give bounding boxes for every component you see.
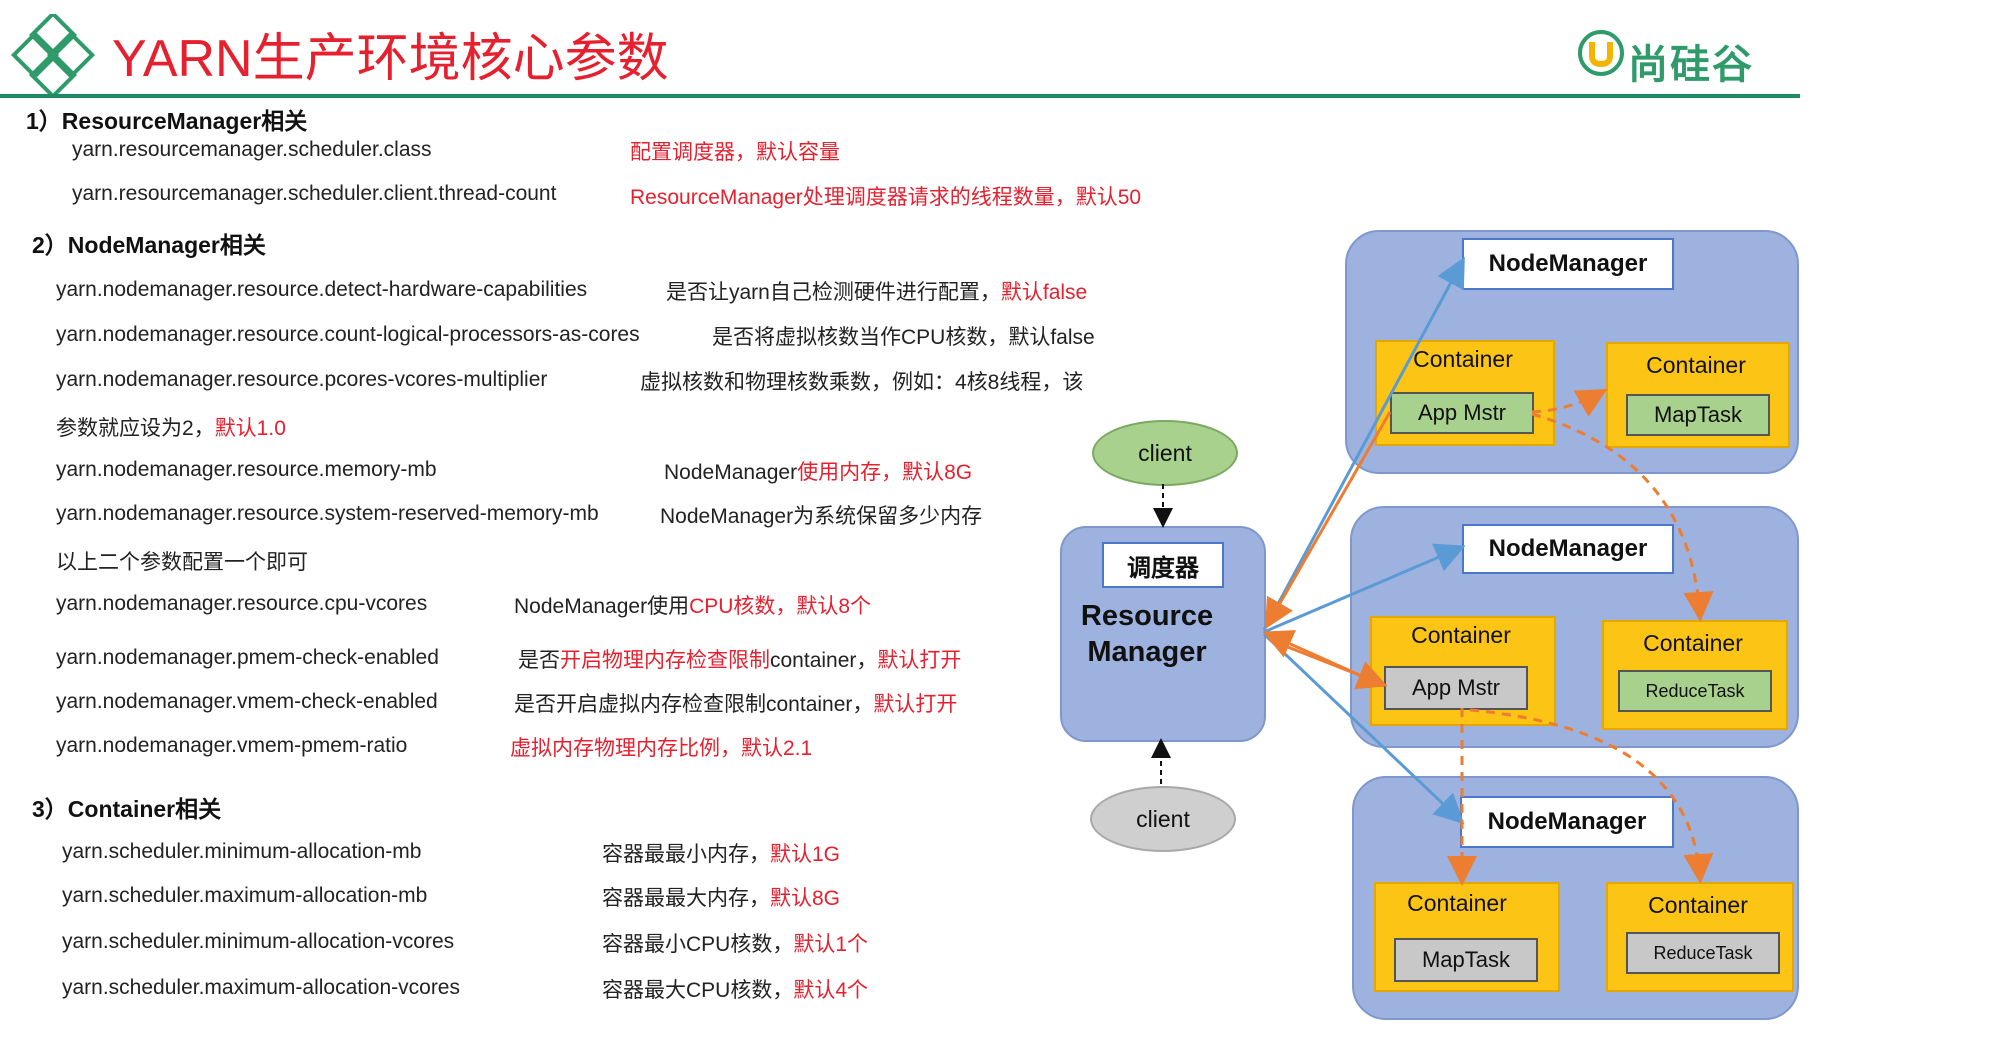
node-manager-3: NodeManager	[1460, 796, 1674, 848]
container-3b-title: Container	[1648, 892, 1748, 918]
param-desc: NodeManager使用内存，默认8G	[664, 461, 973, 484]
param-desc: 是否开启虚拟内存检查限制container，默认打开	[514, 693, 958, 716]
brand-logo-text: 尚硅谷	[1628, 43, 1754, 87]
param-note: 以上二个参数配置一个即可	[56, 551, 308, 574]
maptask-3: MapTask	[1394, 938, 1538, 982]
scheduler-label: 调度器	[1102, 542, 1224, 588]
am1-to-maptask1-arrow	[1531, 389, 1608, 417]
page-title: YARN生产环境核心参数	[112, 30, 669, 88]
section-heading: 2）NodeManager相关	[32, 232, 266, 258]
rm-to-nm2-arrow	[1263, 543, 1466, 634]
param-key: yarn.nodemanager.resource.pcores-vcores-…	[56, 368, 548, 391]
container-2a-title: Container	[1411, 622, 1511, 648]
param-desc: 容器最最大内存，默认8G	[602, 887, 841, 910]
param-desc: 配置调度器，默认容量	[630, 141, 840, 164]
brand-logo-icon	[1578, 30, 1624, 76]
param-key: yarn.resourcemanager.scheduler.client.th…	[72, 182, 557, 205]
param-key: yarn.scheduler.minimum-allocation-vcores	[62, 930, 455, 953]
section-heading: 3）Container相关	[32, 796, 222, 822]
param-key: yarn.scheduler.maximum-allocation-vcores	[62, 976, 460, 999]
am2-to-reducetask3-arrow	[1469, 708, 1714, 884]
param-desc: 容器最最小内存，默认1G	[602, 843, 841, 866]
param-key: yarn.nodemanager.resource.detect-hardwar…	[56, 278, 588, 301]
am1-to-rm-arrow	[1265, 411, 1392, 630]
param-desc: NodeManager使用CPU核数，默认8个	[514, 595, 872, 618]
param-key: yarn.resourcemanager.scheduler.class	[72, 138, 432, 161]
container-1b-title: Container	[1646, 352, 1746, 378]
maptask-1: MapTask	[1626, 394, 1770, 436]
rm-to-am2-arrow	[1269, 638, 1388, 690]
header-divider	[0, 94, 1800, 98]
param-key: yarn.nodemanager.resource.system-reserve…	[56, 502, 599, 525]
param-desc: 是否开启物理内存检查限制container，默认打开	[518, 649, 962, 672]
client-top: client	[1092, 420, 1238, 486]
logo-diamond-icon	[10, 10, 100, 100]
param-key: yarn.nodemanager.resource.count-logical-…	[56, 323, 640, 346]
am1-to-reducetask2-arrow	[1531, 412, 1714, 622]
param-key: yarn.nodemanager.resource.cpu-vcores	[56, 592, 428, 615]
param-desc: 容器最小CPU核数，默认1个	[602, 933, 869, 956]
reducetask-3: ReduceTask	[1626, 932, 1780, 974]
reducetask-2: ReduceTask	[1618, 670, 1772, 712]
section-heading: 1）ResourceManager相关	[26, 108, 308, 134]
rm-to-nm3-arrow	[1262, 632, 1465, 825]
rm-to-nm1-arrow	[1262, 256, 1465, 631]
param-desc: 虚拟内存物理内存比例，默认2.1	[510, 737, 813, 760]
resource-manager-label: Resource Manager	[1080, 600, 1214, 668]
app-master-1: App Mstr	[1390, 392, 1534, 434]
param-key: yarn.nodemanager.pmem-check-enabled	[56, 646, 439, 669]
param-desc: ResourceManager处理调度器请求的线程数量，默认50	[630, 186, 1142, 209]
param-key: yarn.scheduler.maximum-allocation-mb	[62, 884, 428, 907]
client-bottom: client	[1090, 786, 1236, 852]
param-key: yarn.scheduler.minimum-allocation-mb	[62, 840, 422, 863]
param-key: yarn.nodemanager.resource.memory-mb	[56, 458, 437, 481]
container-1a-title: Container	[1413, 346, 1513, 372]
container-2b-title: Container	[1643, 630, 1743, 656]
param-key: yarn.nodemanager.vmem-check-enabled	[56, 690, 438, 713]
param-desc: 是否让yarn自己检测硬件进行配置，默认false	[666, 281, 1088, 304]
param-key: yarn.nodemanager.vmem-pmem-ratio	[56, 734, 408, 757]
param-desc: 容器最大CPU核数，默认4个	[602, 979, 869, 1002]
param-desc: 是否将虚拟核数当作CPU核数，默认false	[712, 326, 1095, 349]
param-desc: 虚拟核数和物理核数乘数，例如：4核8线程，该	[640, 371, 1084, 394]
app-master-2: App Mstr	[1384, 666, 1528, 710]
param-desc: NodeManager为系统保留多少内存	[660, 505, 983, 528]
param-desc: 参数就应设为2，默认1.0	[56, 417, 286, 440]
node-manager-1: NodeManager	[1462, 238, 1674, 290]
node-manager-2: NodeManager	[1462, 524, 1674, 574]
container-3a-title: Container	[1407, 890, 1507, 916]
